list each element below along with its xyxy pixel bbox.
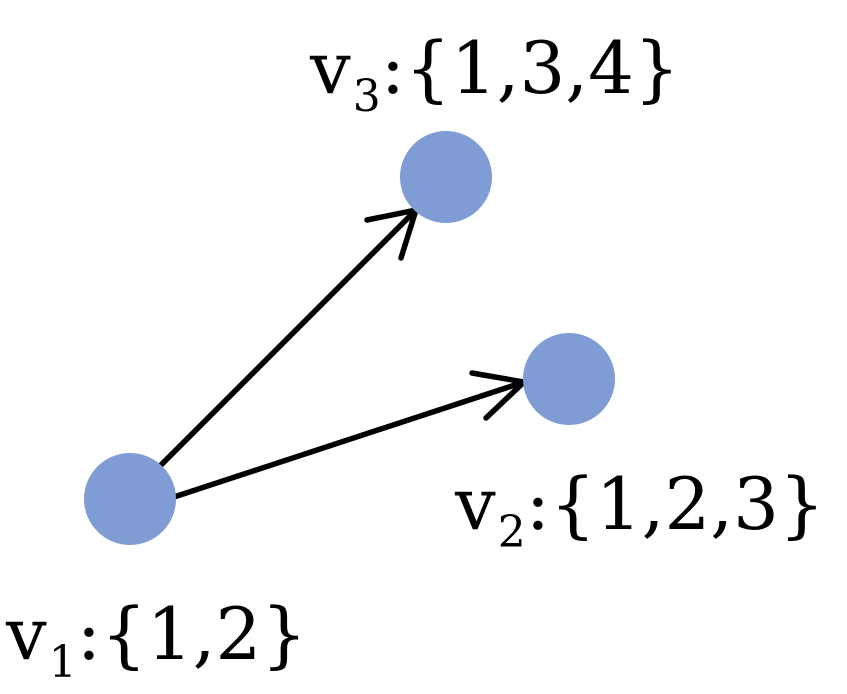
node-set: :{1,2}: [76, 592, 308, 676]
node-label-v2: v2:{1,2,3}: [455, 468, 825, 555]
node-name: v: [6, 592, 47, 676]
node-v2: [523, 333, 615, 425]
node-set: :{1,3,4}: [380, 26, 680, 110]
node-label-v3: v3:{1,3,4}: [310, 32, 680, 119]
node-v1: [84, 453, 176, 545]
node-set: :{1,2,3}: [525, 462, 825, 546]
node-label-v1: v1:{1,2}: [6, 598, 307, 685]
edge-v1-to-v2: [171, 379, 527, 500]
node-v3: [400, 131, 492, 223]
node-subscript: 1: [48, 637, 77, 689]
edge-v1-to-v3: [157, 207, 419, 469]
node-subscript: 2: [497, 507, 526, 559]
node-name: v: [310, 26, 351, 110]
node-subscript: 3: [352, 71, 381, 123]
node-name: v: [455, 462, 496, 546]
